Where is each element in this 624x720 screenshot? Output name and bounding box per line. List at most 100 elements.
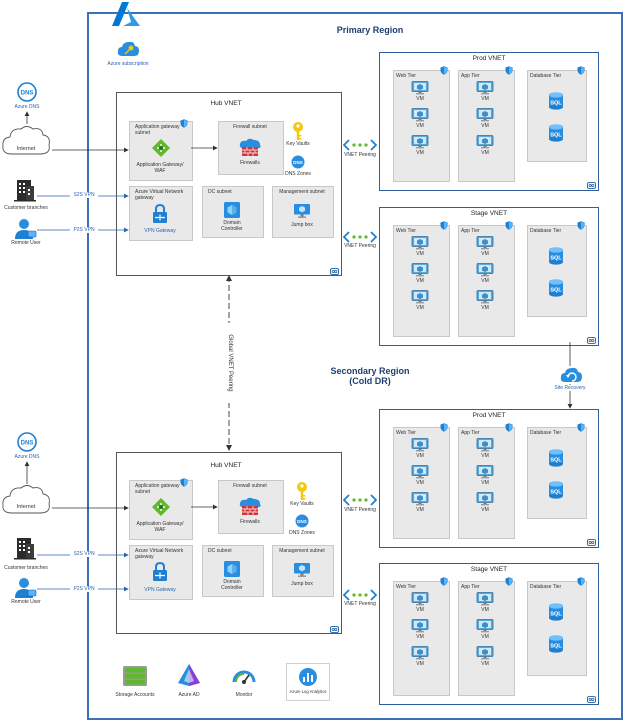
secondary-region-title: Secondary Region (Cold DR) (305, 366, 435, 386)
domain-controller-label: Domain Controller (221, 220, 243, 232)
vm-icon (411, 135, 429, 149)
vm-icon (476, 81, 494, 95)
shield-icon (440, 577, 448, 586)
remote-user-label: Remote User (11, 599, 41, 605)
app-tier-label: App Tier (461, 584, 480, 590)
stage-vnet-primary-title: Stage VNET (470, 210, 508, 217)
vm-label: VM (481, 278, 489, 284)
dc-subnet-label: DC subnet (208, 189, 232, 195)
site-recovery-label: Site Recovery (546, 385, 594, 391)
shield-icon (440, 66, 448, 75)
vm-label: VM (481, 634, 489, 640)
vnet-peering-icon (343, 589, 377, 601)
sql-database-icon (548, 481, 564, 499)
mgmt-subnet-label: Management subnet (279, 189, 325, 195)
jump-box-label: Jump box (291, 581, 313, 587)
database-tier (527, 581, 587, 676)
hub-vnet-primary-title: Hub VNET (210, 100, 242, 107)
azure-dns-icon (17, 432, 37, 452)
s2s-vpn-label: S2S VPN (72, 551, 96, 557)
vm-label: VM (481, 480, 489, 486)
dc-subnet-label: DC subnet (208, 548, 232, 554)
dns-zone-icon (291, 155, 305, 169)
vm-icon (411, 592, 429, 606)
firewalls-label: Firewalls (240, 519, 260, 525)
vm-label: VM (416, 607, 424, 613)
vm-label: VM (481, 305, 489, 311)
jump-box-icon (293, 562, 311, 578)
hub-vnet-secondary-title: Hub VNET (210, 462, 242, 469)
stage-vnet-secondary-chain-icon (587, 696, 596, 703)
vnet-peering-icon (343, 494, 377, 506)
prod-vnet-primary-chain-icon (587, 182, 596, 189)
subscription-label: Azure subscription (107, 61, 149, 67)
shield-icon (180, 478, 188, 487)
vng-label: Azure Virtual Network gateway (135, 548, 184, 560)
app-tier-label: App Tier (461, 430, 480, 436)
sql-database-icon (548, 124, 564, 142)
database-tier-label: Database Tier (530, 73, 562, 79)
azure-dns-label: Azure DNS (14, 104, 40, 110)
sql-database-icon (548, 635, 564, 653)
vm-label: VM (481, 453, 489, 459)
appgw-subnet-secondary (129, 480, 193, 540)
vm-icon (411, 263, 429, 277)
shield-icon (440, 221, 448, 230)
primary-region-title: Primary Region (336, 25, 404, 35)
monitor-icon (232, 670, 256, 684)
shield-icon (577, 221, 585, 230)
vnet-peering-label: VNET Peering (344, 507, 376, 513)
vm-icon (411, 646, 429, 660)
sql-database-icon (548, 603, 564, 621)
shield-icon (577, 423, 585, 432)
shield-icon (577, 66, 585, 75)
key-vault-icon (294, 481, 310, 501)
vpn-gateway-label: VPN Gateway (144, 587, 176, 593)
vm-icon (476, 619, 494, 633)
vm-label: VM (481, 150, 489, 156)
vnet-peering-label: VNET Peering (344, 601, 376, 607)
p2s-vpn-label: P2S VPN (72, 586, 96, 592)
domain-controller-icon (223, 201, 241, 219)
database-tier-label: Database Tier (530, 228, 562, 234)
vm-label: VM (481, 123, 489, 129)
shield-icon (180, 119, 188, 128)
database-tier (527, 70, 587, 162)
prod-vnet-secondary-chain-icon (587, 539, 596, 546)
vm-label: VM (481, 661, 489, 667)
stage-vnet-primary-chain-icon (587, 337, 596, 344)
web-tier-label: Web Tier (396, 430, 416, 436)
prod-vnet-secondary-title: Prod VNET (472, 412, 506, 419)
mgmt-subnet-label: Management subnet (279, 548, 325, 554)
vnet-peering-icon (343, 139, 377, 151)
s2s-vpn-label: S2S VPN (72, 192, 96, 198)
database-tier (527, 225, 587, 317)
dns-zone-icon (295, 514, 309, 528)
app-tier-label: App Tier (461, 228, 480, 234)
vm-icon (476, 263, 494, 277)
vm-icon (476, 135, 494, 149)
sql-database-icon (548, 449, 564, 467)
appgw-subnet-label: Application gateway subnet (135, 124, 180, 136)
log-analytics-label: Azure Log Analytics (289, 689, 327, 694)
web-tier-label: Web Tier (396, 228, 416, 234)
dns-zones-label: DNS Zones (289, 530, 315, 536)
vm-icon (411, 465, 429, 479)
vpn-gateway-label: VPN Gateway (144, 228, 176, 234)
secondary-region-line2: (Cold DR) (349, 376, 391, 386)
vm-label: VM (416, 251, 424, 257)
storage-accounts-icon (123, 666, 147, 686)
internet-label: Internet (16, 146, 36, 152)
shield-icon (505, 221, 513, 230)
app-gateway-label: Application Gateway/ WAF (136, 162, 184, 174)
hub-secondary-chain-icon (330, 626, 339, 633)
vm-icon (476, 236, 494, 250)
internet-label: Internet (16, 504, 36, 510)
vm-icon (476, 492, 494, 506)
global-vnet-peering-label: Global VNET Peering (227, 323, 233, 403)
key-vault-icon (290, 121, 306, 141)
log-analytics-tile: Azure Log Analytics (286, 663, 330, 701)
vm-icon (476, 438, 494, 452)
azure-logo-icon (112, 2, 140, 26)
key-vaults-label: Key Vaults (286, 141, 310, 147)
